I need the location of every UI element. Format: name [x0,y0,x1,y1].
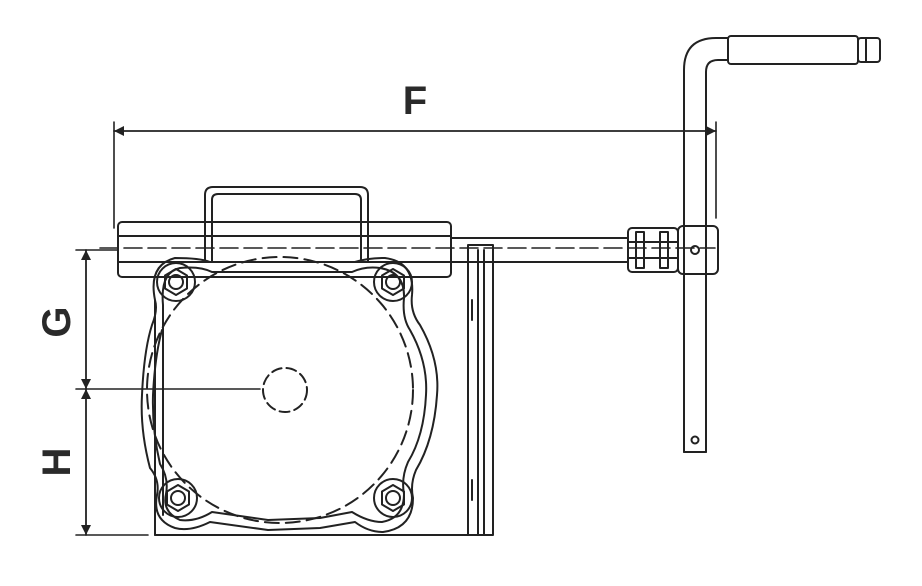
crank-handle [677,35,881,453]
bolt-bottom-left [158,478,198,518]
shaft-coupling [627,227,679,273]
winch-housing [140,244,494,536]
shaft-housing [117,221,452,278]
bolt-top-right [373,262,413,302]
drum-circle [146,256,414,524]
top-gear-cover [204,186,369,263]
dimension-h-label: H [35,448,79,477]
bolt-top-left [156,262,196,302]
dimension-g-label: G [35,306,79,337]
dimension-f-label: F [403,79,427,123]
input-shaft [450,237,629,263]
hub-circle [262,367,308,413]
bolt-bottom-right [373,478,413,518]
